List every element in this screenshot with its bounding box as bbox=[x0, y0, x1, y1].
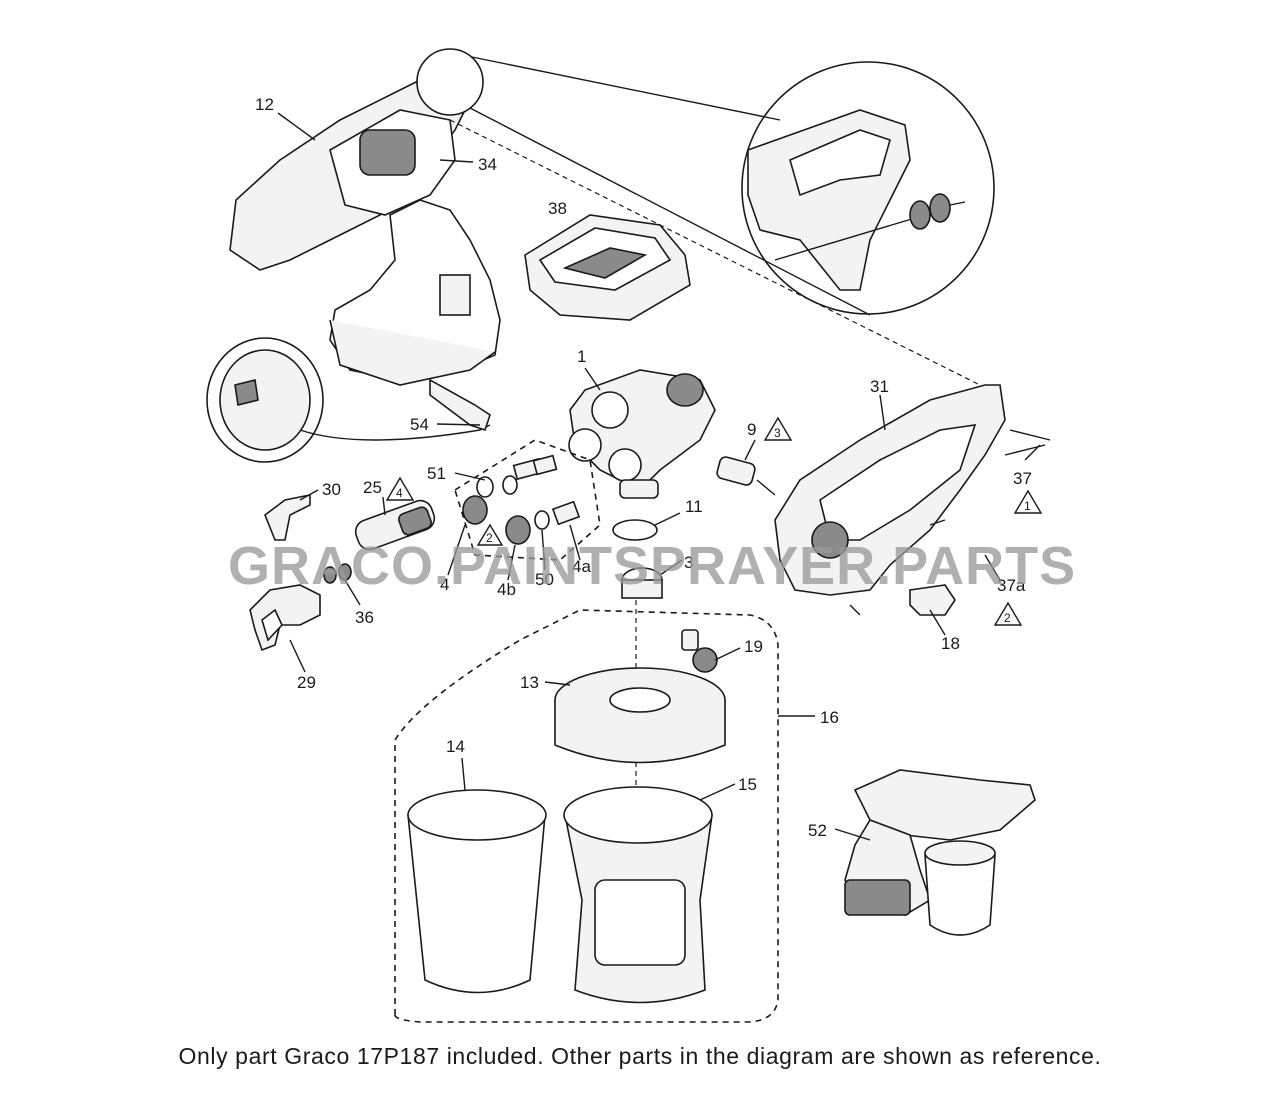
motor-housing-half bbox=[229, 65, 501, 386]
callout-29: 29 bbox=[297, 673, 316, 692]
watermark-text: GRACO.PAINTSPRAYER.PARTS bbox=[228, 536, 1076, 596]
callout-36: 36 bbox=[355, 608, 374, 627]
callout-9: 9 bbox=[747, 420, 756, 439]
footer-note: Only part Graco 17P187 included. Other p… bbox=[178, 1043, 1102, 1069]
callout-37: 37 bbox=[1013, 469, 1032, 488]
callout-31: 31 bbox=[870, 377, 889, 396]
callout-18: 18 bbox=[941, 634, 960, 653]
callout-34: 34 bbox=[478, 155, 497, 174]
callout-labels: 12 34 38 1 54 9 31 37 30 25 51 11 4 4b 5… bbox=[255, 95, 1032, 840]
callout-37a: 37a bbox=[997, 576, 1026, 595]
callout-15: 15 bbox=[738, 775, 757, 794]
callout-4b: 4b bbox=[497, 580, 516, 599]
callout-4a: 4a bbox=[572, 557, 591, 576]
svg-text:2: 2 bbox=[1004, 611, 1011, 625]
callout-16: 16 bbox=[820, 708, 839, 727]
triangle-note-9: 3 bbox=[763, 416, 793, 441]
callout-19: 19 bbox=[744, 637, 763, 656]
callout-52: 52 bbox=[808, 821, 827, 840]
pump-housing-half bbox=[774, 384, 1006, 616]
valve-parts-group bbox=[454, 439, 601, 561]
triangle-note-37: 1 bbox=[1013, 489, 1043, 514]
leader-lines bbox=[277, 112, 1041, 841]
callout-50: 50 bbox=[535, 570, 554, 589]
detail-magnifier bbox=[416, 48, 1001, 396]
callout-30: 30 bbox=[322, 480, 341, 499]
cup-assembly-group bbox=[394, 609, 779, 1023]
callout-54: 54 bbox=[410, 415, 429, 434]
callout-51: 51 bbox=[427, 464, 446, 483]
callout-11: 11 bbox=[685, 497, 703, 516]
callout-25: 25 bbox=[363, 478, 382, 497]
callout-38: 38 bbox=[548, 199, 567, 218]
battery-pack bbox=[524, 214, 691, 321]
note-triangles: 3 4 1 2 2 bbox=[385, 416, 1043, 626]
triangle-note-4: 2 bbox=[476, 523, 504, 546]
svg-text:1: 1 bbox=[1024, 499, 1031, 513]
svg-text:4: 4 bbox=[396, 486, 403, 500]
motor-fan-assembly bbox=[206, 337, 491, 463]
check-valve bbox=[716, 456, 776, 496]
callout-14: 14 bbox=[446, 737, 465, 756]
callout-13: 13 bbox=[520, 673, 539, 692]
triangle-note-25: 4 bbox=[385, 476, 415, 501]
callout-12: 12 bbox=[255, 95, 274, 114]
spray-tip-parts bbox=[249, 494, 436, 652]
assembled-sprayer bbox=[844, 769, 1036, 936]
callout-3: 3 bbox=[684, 553, 693, 572]
svg-text:3: 3 bbox=[774, 426, 781, 440]
callout-1: 1 bbox=[577, 347, 586, 366]
svg-text:2: 2 bbox=[486, 531, 493, 545]
triangle-note-37a: 2 bbox=[993, 601, 1023, 626]
lock-ring bbox=[621, 567, 663, 599]
callout-4: 4 bbox=[440, 575, 449, 594]
pump-assembly bbox=[568, 369, 716, 499]
o-ring bbox=[612, 519, 658, 541]
